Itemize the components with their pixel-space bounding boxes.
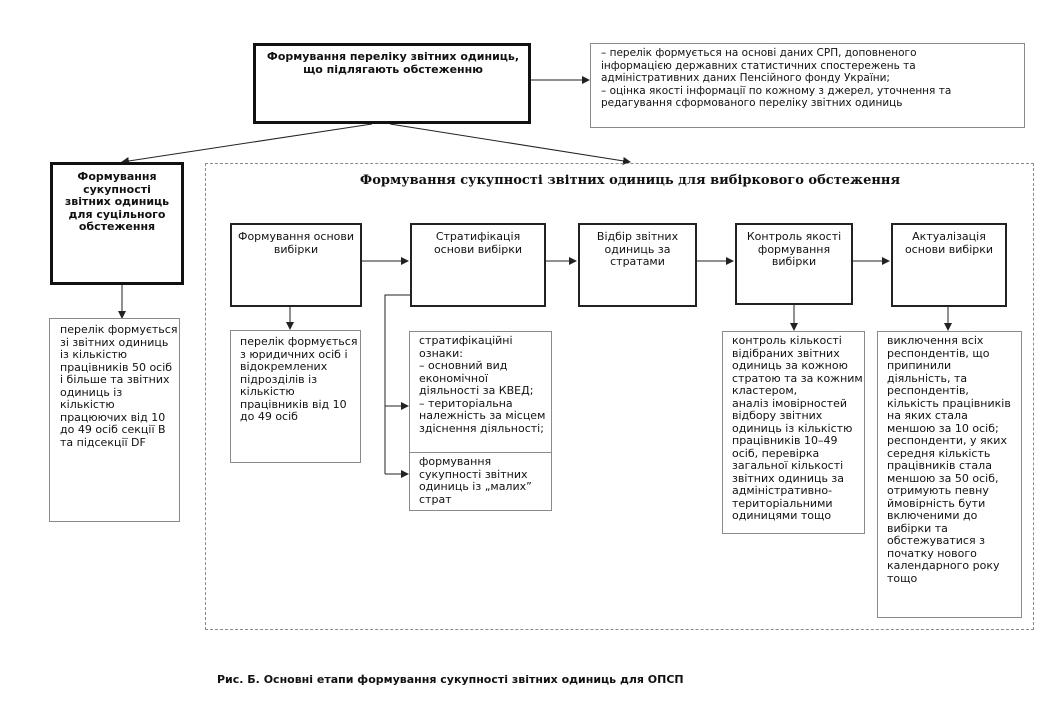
step-stratification: Стратифікація основи вибірки	[410, 223, 546, 307]
figure-caption: Рис. Б. Основні етапи формування сукупно…	[217, 673, 684, 686]
step-quality-control-label: Контроль якості формування вибірки	[746, 230, 842, 268]
note-strat-features-text: стратифікаційні ознаки: – основний вид е…	[419, 334, 546, 435]
arrow-top-to-sample	[389, 123, 631, 165]
arrow-top-to-census	[121, 123, 373, 165]
step-sampling-frame: Формування основи вибірки	[230, 223, 362, 307]
top-note-box: – перелік формується на основі даних СРП…	[590, 43, 1025, 128]
top-step-box: Формування переліку звітних одиниць, що …	[253, 43, 531, 124]
note-frame-update-text: виключення всіх респондентів, що припини…	[887, 334, 1011, 585]
note-sampling-frame: перелік формується з юридичних осіб і ві…	[230, 330, 361, 463]
step-stratification-label: Стратифікація основи вибірки	[433, 230, 523, 256]
step-frame-update: Актуалізація основи вибірки	[891, 223, 1007, 307]
top-note-text: – перелік формується на основі даних СРП…	[601, 47, 952, 109]
note-strat-small: формування сукупності звітних одиниць із…	[409, 452, 552, 511]
top-step-title: Формування переліку звітних одиниць, що …	[266, 50, 520, 76]
sample-region	[205, 163, 1034, 630]
step-quality-control: Контроль якості формування вибірки	[735, 223, 853, 305]
step-frame-update-label: Актуалізація основи вибірки	[904, 230, 994, 256]
bracket-step2-notes	[384, 294, 410, 474]
census-note-text: перелік формується зі звітних одиниць із…	[60, 323, 178, 449]
step-unit-selection: Відбір звітних одиниць за стратами	[578, 223, 697, 307]
note-strat-small-text: формування сукупності звітних одиниць із…	[419, 455, 532, 506]
note-frame-update: виключення всіх респондентів, що припини…	[877, 331, 1022, 618]
census-step-title: Формування сукупності звітних одиниць дл…	[64, 170, 170, 233]
note-strat-features: стратифікаційні ознаки: – основний вид е…	[409, 331, 552, 467]
census-note-box: перелік формується зі звітних одиниць із…	[49, 318, 180, 522]
census-step-box: Формування сукупності звітних одиниць дл…	[50, 162, 184, 285]
note-quality-control: контроль кількості відібраних звітних од…	[722, 331, 865, 534]
step-sampling-frame-label: Формування основи вибірки	[237, 230, 355, 256]
note-sampling-frame-text: перелік формується з юридичних осіб і ві…	[240, 335, 358, 423]
step-unit-selection-label: Відбір звітних одиниць за стратами	[596, 230, 679, 268]
sample-region-title: Формування сукупності звітних одиниць дл…	[359, 173, 901, 188]
note-quality-control-text: контроль кількості відібраних звітних од…	[732, 334, 863, 522]
